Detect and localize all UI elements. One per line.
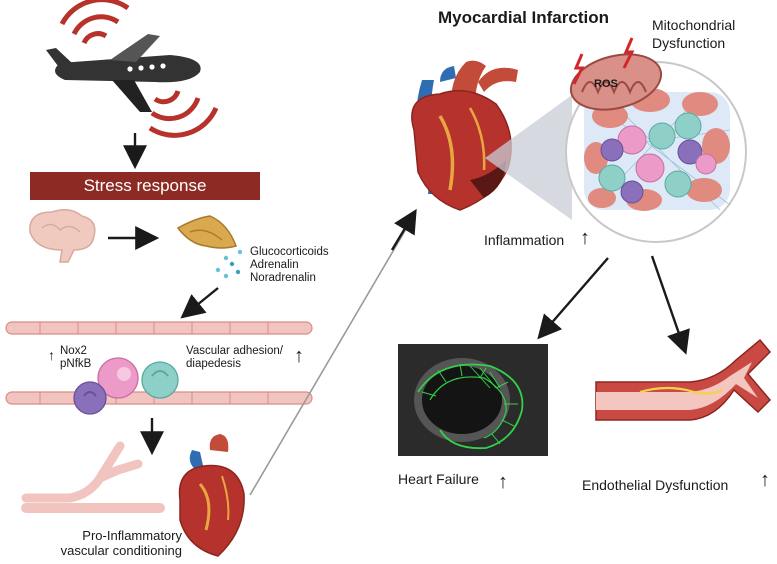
vascular-adhesion-label-line2: diapedesis	[186, 358, 241, 370]
hormone-dots-icon	[215, 249, 243, 279]
small-heart-icon	[178, 434, 245, 557]
mitochondrial-label-line1: Mitochondrial	[652, 17, 736, 33]
arrow-to-endothelial	[650, 255, 690, 355]
hormone-adrenalin: Adrenalin	[250, 259, 299, 271]
connector-line-small-to-big-heart	[249, 211, 417, 496]
vascular-adhesion-label-line1: Vascular adhesion/	[186, 345, 283, 357]
title-myocardial-infarction: Myocardial Infarction	[438, 8, 609, 27]
inflammation-up-arrow: ↑	[580, 227, 590, 249]
mitochondrion-icon	[569, 37, 663, 111]
branching-vessel-icon	[21, 441, 165, 513]
adrenal-gland-icon	[176, 215, 237, 249]
arrow-to-myocardial-infarction	[390, 208, 417, 251]
endothelial-dysfunction-label: Endothelial Dysfunction	[582, 477, 729, 493]
zoom-cone	[485, 95, 572, 220]
airplane-icon	[46, 0, 219, 138]
hormone-noradrenalin: Noradrenalin	[250, 272, 316, 284]
inflammation-label: Inflammation	[484, 232, 565, 248]
blood-vessel-illustration	[5, 321, 313, 415]
endothelial-up-arrow: ↑	[760, 469, 770, 491]
hormone-glucocorticoids: Glucocorticoids	[250, 246, 329, 258]
artery-plaque-icon	[595, 338, 772, 421]
brain-icon	[29, 209, 96, 263]
pnfkb-label: pNfkB	[60, 358, 92, 370]
echocardiogram-image	[398, 344, 548, 456]
big-heart-icon	[411, 60, 518, 211]
nox2-label: Nox2	[60, 345, 87, 357]
heart-failure-up-arrow: ↑	[498, 471, 508, 493]
adhesion-up-arrow: ↑	[294, 345, 304, 367]
conditioning-label-line2: vascular conditioning	[60, 543, 182, 558]
conditioning-label-line1: Pro-Inflammatory	[82, 528, 182, 543]
stress-response-banner: Stress response	[30, 172, 260, 200]
arrow-hormones-to-vessel	[180, 287, 219, 319]
nox2-up-arrow: ↑	[48, 347, 55, 363]
ros-label: ROS	[594, 78, 618, 90]
mitochondrial-label-line2: Dysfunction	[652, 35, 726, 51]
myocardial-tissue-circle	[565, 61, 747, 243]
arrow-to-heart-failure	[537, 257, 609, 340]
heart-failure-label: Heart Failure	[398, 471, 479, 487]
